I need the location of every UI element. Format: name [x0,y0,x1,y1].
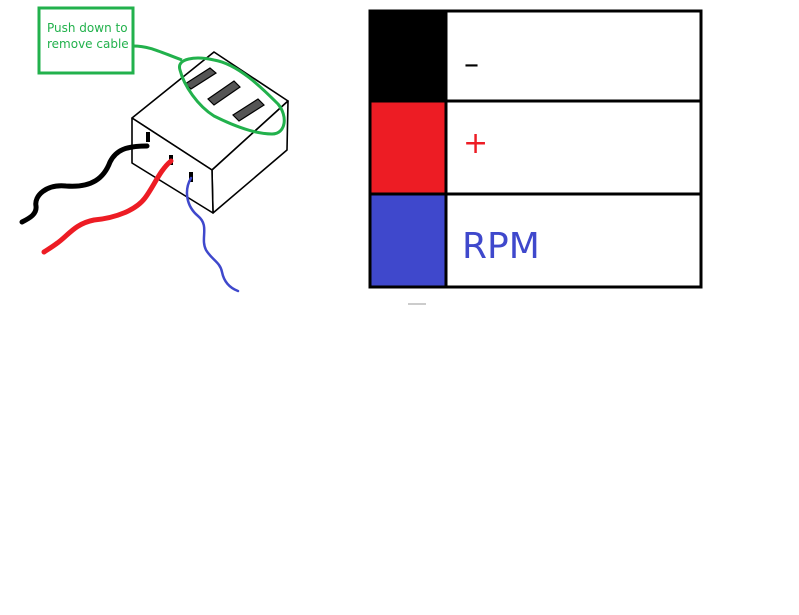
callout: Push down to remove cable [37,6,183,75]
latch-icon [207,80,241,106]
pin-socket-black [146,132,150,142]
legend-label-positive: + [463,126,488,161]
legend-label-rpm: RPM [462,226,540,267]
wire-blue [185,176,240,293]
callout-line-1: Push down to [47,21,128,35]
connector-housing [131,51,289,214]
legend-frame [368,9,703,289]
pin-legend: – + RPM [368,9,703,305]
latches [183,67,265,122]
legend-label-negative: – [464,47,479,82]
wire-red [41,158,174,255]
callout-leader-line [132,44,183,62]
callout-box [37,6,135,75]
latch-highlight-ellipse [178,56,286,136]
latch-icon [232,98,265,122]
swatch-red [370,101,446,194]
callout-line-2: remove cable [47,37,129,51]
swatch-blue [370,194,446,287]
wire-black [19,143,150,225]
swatch-black [370,11,446,101]
